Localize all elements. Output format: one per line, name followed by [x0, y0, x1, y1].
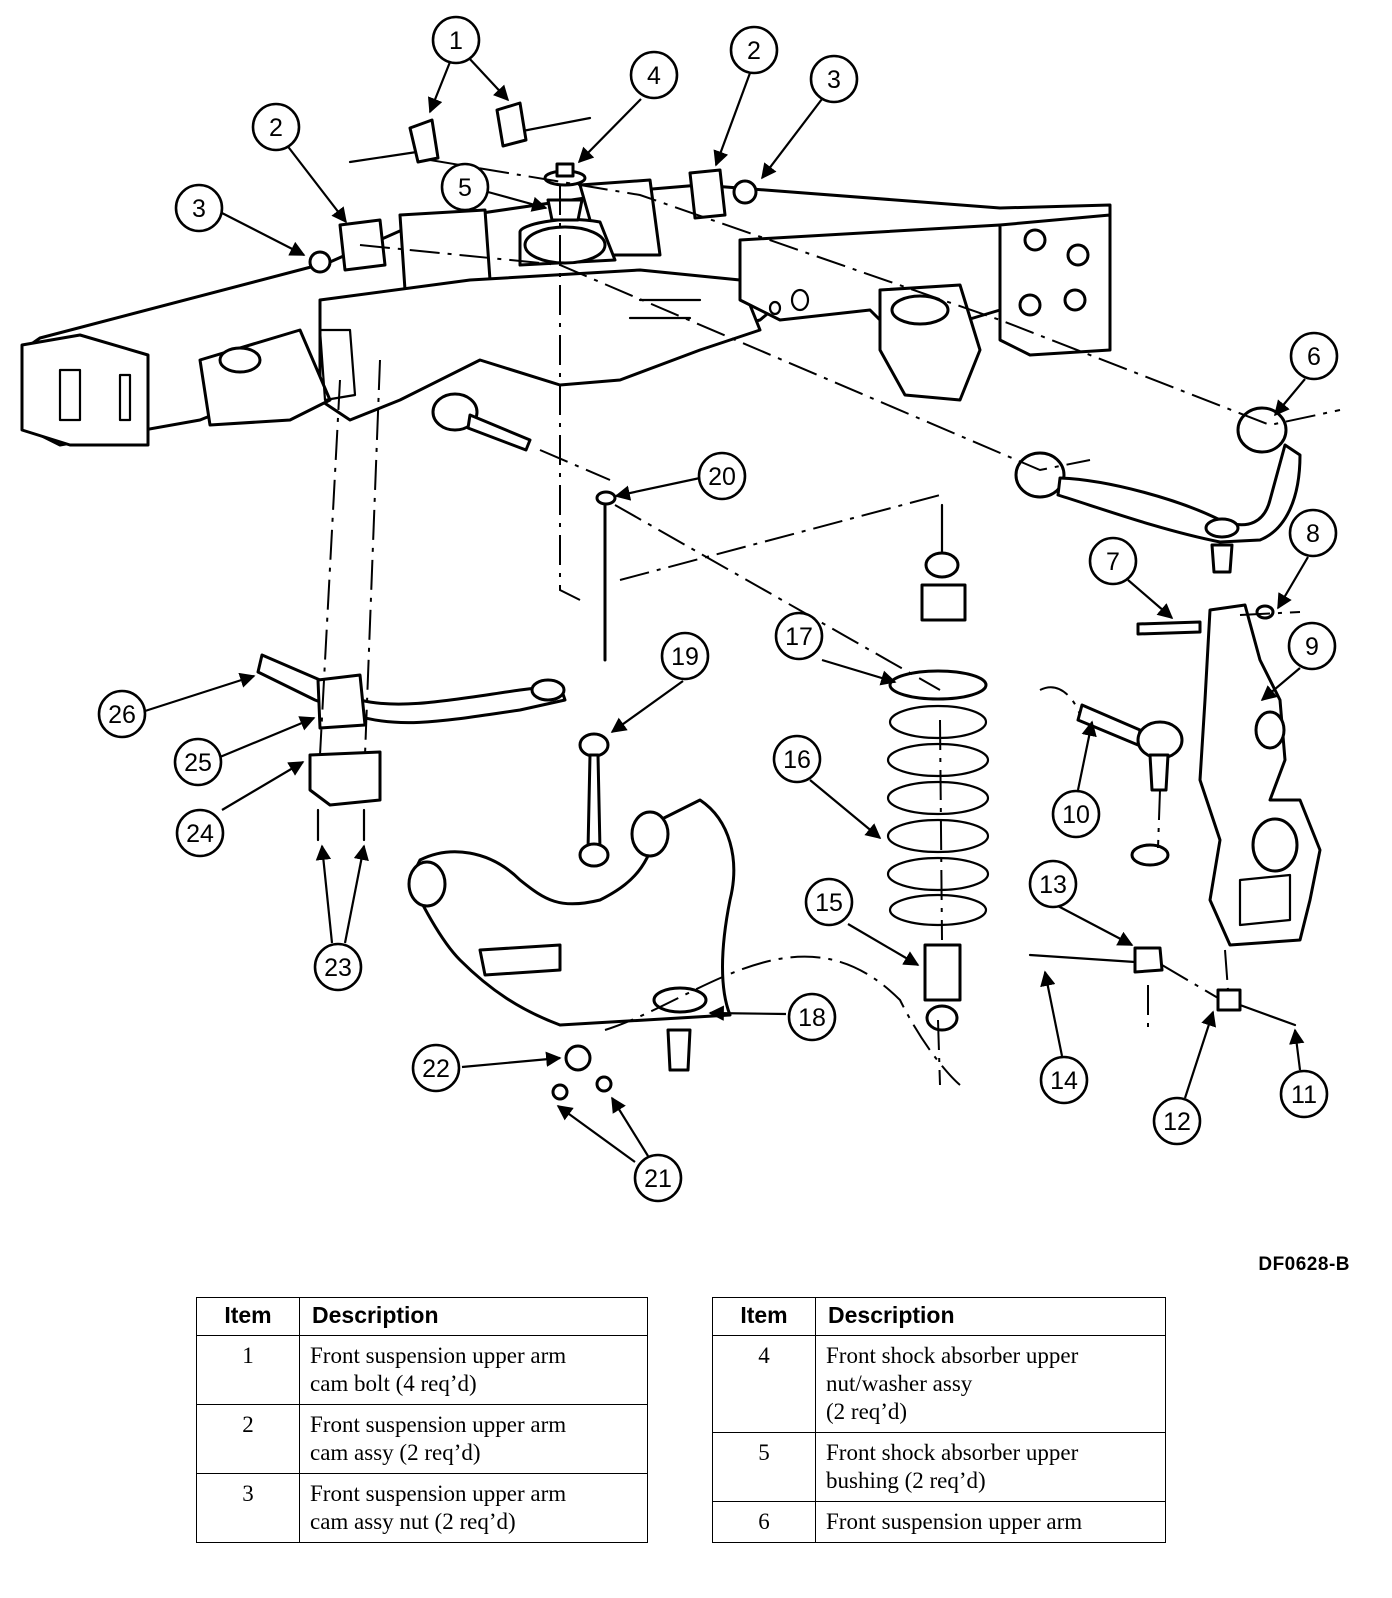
- svg-text:9: 9: [1305, 633, 1319, 661]
- steering-knuckle: [1136, 603, 1322, 947]
- svg-text:8: 8: [1306, 520, 1320, 548]
- callout-4: 4: [629, 50, 679, 100]
- upper-control-arm: [1014, 406, 1302, 574]
- svg-text:17: 17: [785, 623, 813, 651]
- svg-text:19: 19: [671, 643, 699, 671]
- callout-12: 12: [1152, 1096, 1202, 1146]
- description-header: Description: [299, 1297, 648, 1336]
- callout-1a: 1: [431, 15, 481, 65]
- item-description: Front suspension upper arm cam bolt (4 r…: [299, 1335, 648, 1405]
- svg-text:12: 12: [1163, 1108, 1191, 1136]
- callout-6: 6: [1289, 331, 1339, 381]
- stabilizer-bar: [256, 490, 617, 868]
- item-description: Front shock absorber upper nut/washer as…: [815, 1335, 1166, 1433]
- svg-text:21: 21: [644, 1165, 672, 1193]
- svg-text:2: 2: [747, 37, 761, 65]
- callout-24: 24: [175, 808, 225, 858]
- table-header-row: Item Description: [712, 1297, 1166, 1336]
- callout-5: 5: [440, 162, 490, 212]
- description-header: Description: [815, 1297, 1166, 1336]
- svg-text:10: 10: [1062, 801, 1090, 829]
- svg-text:13: 13: [1039, 871, 1067, 899]
- callout-2b: 2: [729, 25, 779, 75]
- table-row: 2 Front suspension upper arm cam assy (2…: [196, 1404, 648, 1474]
- table-row: 3 Front suspension upper arm cam assy nu…: [196, 1473, 648, 1543]
- item-header: Item: [712, 1297, 816, 1336]
- parts-table-right: Item Description 4 Front shock absorber …: [712, 1297, 1166, 1543]
- svg-text:3: 3: [827, 66, 841, 94]
- callout-8: 8: [1288, 508, 1338, 558]
- callout-26: 26: [97, 689, 147, 739]
- leader-lines: [144, 56, 1309, 1163]
- outer-tie-rod-end: [1076, 703, 1184, 792]
- callout-23: 23: [313, 942, 363, 992]
- svg-text:24: 24: [186, 820, 214, 848]
- parts-table-left: Item Description 1 Front suspension uppe…: [196, 1297, 648, 1543]
- item-description: Front suspension upper arm: [815, 1501, 1166, 1543]
- item-description: Front shock absorber upper bushing (2 re…: [815, 1432, 1166, 1502]
- svg-text:23: 23: [324, 954, 352, 982]
- shock-and-spring: [886, 503, 990, 1032]
- callout-2a: 2: [251, 102, 301, 152]
- svg-text:16: 16: [783, 746, 811, 774]
- item-description: Front suspension upper arm cam assy (2 r…: [299, 1404, 648, 1474]
- frame-crossmember: [20, 168, 1112, 447]
- item-number: 5: [712, 1432, 816, 1502]
- svg-text:11: 11: [1291, 1081, 1317, 1109]
- callout-10: 10: [1051, 789, 1101, 839]
- callout-11: 11: [1279, 1069, 1329, 1119]
- callout-13: 13: [1028, 859, 1078, 909]
- svg-text:6: 6: [1307, 343, 1321, 371]
- table-row: 1 Front suspension upper arm cam bolt (4…: [196, 1335, 648, 1405]
- item-number: 2: [196, 1404, 300, 1474]
- svg-text:4: 4: [647, 62, 661, 90]
- callout-7: 7: [1088, 536, 1138, 586]
- svg-text:22: 22: [422, 1055, 450, 1083]
- callout-20: 20: [697, 451, 747, 501]
- item-number: 4: [712, 1335, 816, 1433]
- callout-14: 14: [1039, 1055, 1089, 1105]
- item-number: 1: [196, 1335, 300, 1405]
- item-number: 6: [712, 1501, 816, 1543]
- lower-fasteners: [1028, 843, 1297, 1027]
- callout-21: 21: [633, 1153, 683, 1203]
- svg-text:7: 7: [1106, 548, 1120, 576]
- callouts: 1 1 2 2 3 3 4 5 6 7 8 9 10 11 12 13 14 1…: [97, 15, 1339, 1203]
- callout-17: 17: [774, 611, 824, 661]
- callout-19: 19: [660, 631, 710, 681]
- exploded-suspension-diagram: 1 1 2 2 3 3 4 5 6 7 8 9 10 11 12 13 14 1…: [20, 15, 1341, 1203]
- svg-text:2: 2: [269, 114, 283, 142]
- svg-text:14: 14: [1050, 1067, 1078, 1095]
- svg-text:18: 18: [798, 1004, 826, 1032]
- lower-control-arm: [407, 798, 736, 1101]
- svg-text:20: 20: [708, 463, 736, 491]
- figure-code: DF0628-B: [1258, 1254, 1350, 1275]
- table-row: 6 Front suspension upper arm: [712, 1501, 1166, 1543]
- callout-18: 18: [787, 992, 837, 1042]
- svg-text:1: 1: [449, 27, 463, 55]
- callout-22: 22: [411, 1043, 461, 1093]
- diagram-artwork: 1 1 2 2 3 3 4 5 6 7 8 9 10 11 12 13 14 1…: [20, 15, 1341, 1203]
- item-description: Front suspension upper arm cam assy nut …: [299, 1473, 648, 1543]
- table-header-row: Item Description: [196, 1297, 648, 1336]
- svg-text:25: 25: [184, 749, 212, 777]
- svg-text:5: 5: [458, 174, 472, 202]
- callout-9: 9: [1287, 621, 1337, 671]
- svg-text:26: 26: [108, 701, 136, 729]
- alignment-lines: [319, 159, 1341, 1086]
- table-row: 4 Front shock absorber upper nut/washer …: [712, 1335, 1166, 1433]
- callout-3b: 3: [809, 54, 859, 104]
- cam-bolts-nuts: [308, 101, 758, 274]
- svg-text:3: 3: [192, 195, 206, 223]
- item-number: 3: [196, 1473, 300, 1543]
- callout-3a: 3: [174, 183, 224, 233]
- callout-15: 15: [804, 877, 854, 927]
- svg-text:15: 15: [815, 889, 843, 917]
- callout-16: 16: [772, 734, 822, 784]
- item-header: Item: [196, 1297, 300, 1336]
- callout-25: 25: [173, 737, 223, 787]
- tie-rod-inner: [431, 392, 532, 452]
- table-row: 5 Front shock absorber upper bushing (2 …: [712, 1432, 1166, 1502]
